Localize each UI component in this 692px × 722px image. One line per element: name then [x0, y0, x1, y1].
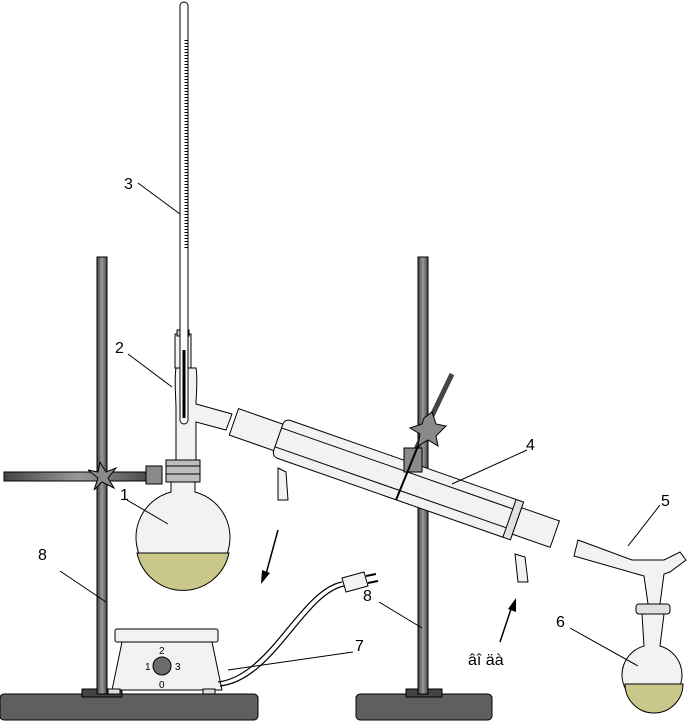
label-water-flow: âî äà [468, 652, 504, 669]
receiver-flask [621, 603, 684, 714]
heater-dial-mark-2: 2 [159, 646, 165, 657]
stand-left [0, 256, 259, 721]
label-stand-right: 8 [363, 588, 372, 605]
label-heater: 7 [355, 638, 364, 655]
water-outlet [514, 553, 529, 583]
water-inlet [277, 467, 289, 501]
label-receiver: 6 [556, 614, 565, 631]
heater-dial-knob[interactable] [152, 656, 172, 676]
heater-dial-mark-3: 3 [175, 662, 181, 673]
label-stand-left: 8 [38, 547, 47, 564]
stand-left-base [0, 693, 259, 721]
heater: 2 1 3 0 [107, 628, 223, 695]
clamp-knob-left [87, 460, 118, 491]
label-adapter: 5 [661, 493, 670, 510]
adapter [573, 539, 687, 605]
water-in-arrow [261, 529, 279, 584]
stand-right-base [355, 693, 493, 721]
label-thermometer: 3 [124, 176, 133, 193]
thermometer [179, 1, 189, 425]
heater-dial-mark-0: 0 [159, 680, 165, 691]
leader-lines [59, 182, 661, 671]
flask-liquid [136, 552, 230, 591]
power-cord [217, 571, 379, 687]
label-flask: 1 [120, 487, 129, 504]
power-plug [341, 571, 369, 593]
label-condenser: 4 [526, 437, 535, 454]
condenser [228, 372, 561, 583]
receiver-liquid [624, 683, 684, 714]
label-still-head: 2 [115, 340, 124, 357]
condenser-clamp [395, 372, 455, 501]
heater-dial-mark-1: 1 [145, 662, 151, 673]
distilling-flask [135, 459, 231, 591]
clamp-rod-left [3, 471, 155, 482]
water-out-arrow [499, 598, 516, 643]
